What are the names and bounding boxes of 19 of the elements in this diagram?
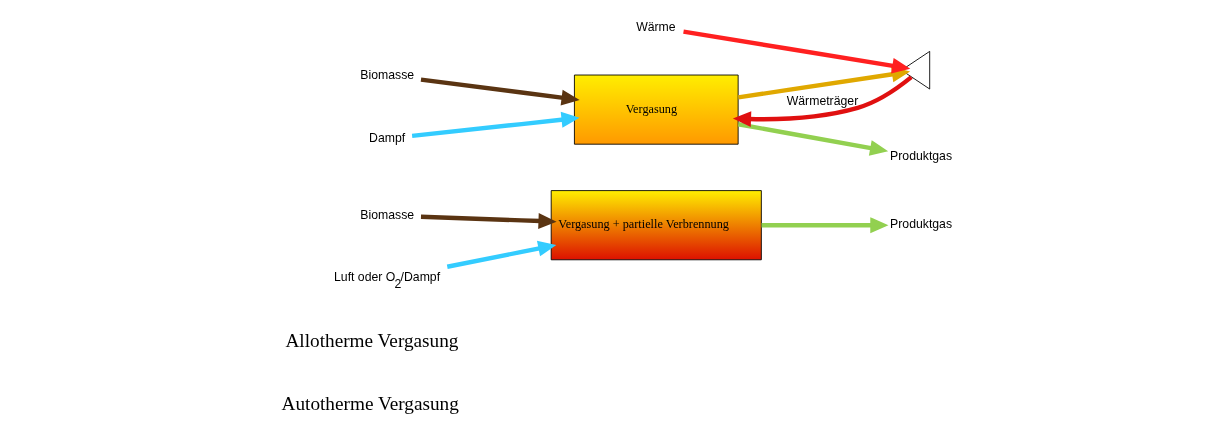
label: Autotherme Vergasung	[281, 392, 459, 414]
arrow	[732, 75, 913, 128]
label: Allotherme Vergasung	[285, 329, 459, 351]
node-text: Biomasse	[360, 207, 415, 222]
arrow	[411, 111, 580, 139]
arrow	[683, 29, 911, 74]
node-text: Dampf	[369, 130, 406, 145]
arrow	[420, 77, 580, 106]
node-text: Produktgas	[890, 217, 953, 232]
node-box: Vergasung	[573, 74, 739, 145]
node-box: Vergasung + partielle Verbrennung	[550, 190, 762, 261]
node-text: Biomasse	[360, 67, 415, 82]
arrow	[761, 217, 889, 234]
arrow	[737, 122, 889, 156]
arrow	[446, 240, 557, 269]
edge-label: Wärmeträger	[786, 93, 859, 108]
node-text: Wärme	[636, 19, 676, 34]
node-text: Produktgas	[890, 149, 953, 164]
arrow	[420, 213, 557, 229]
